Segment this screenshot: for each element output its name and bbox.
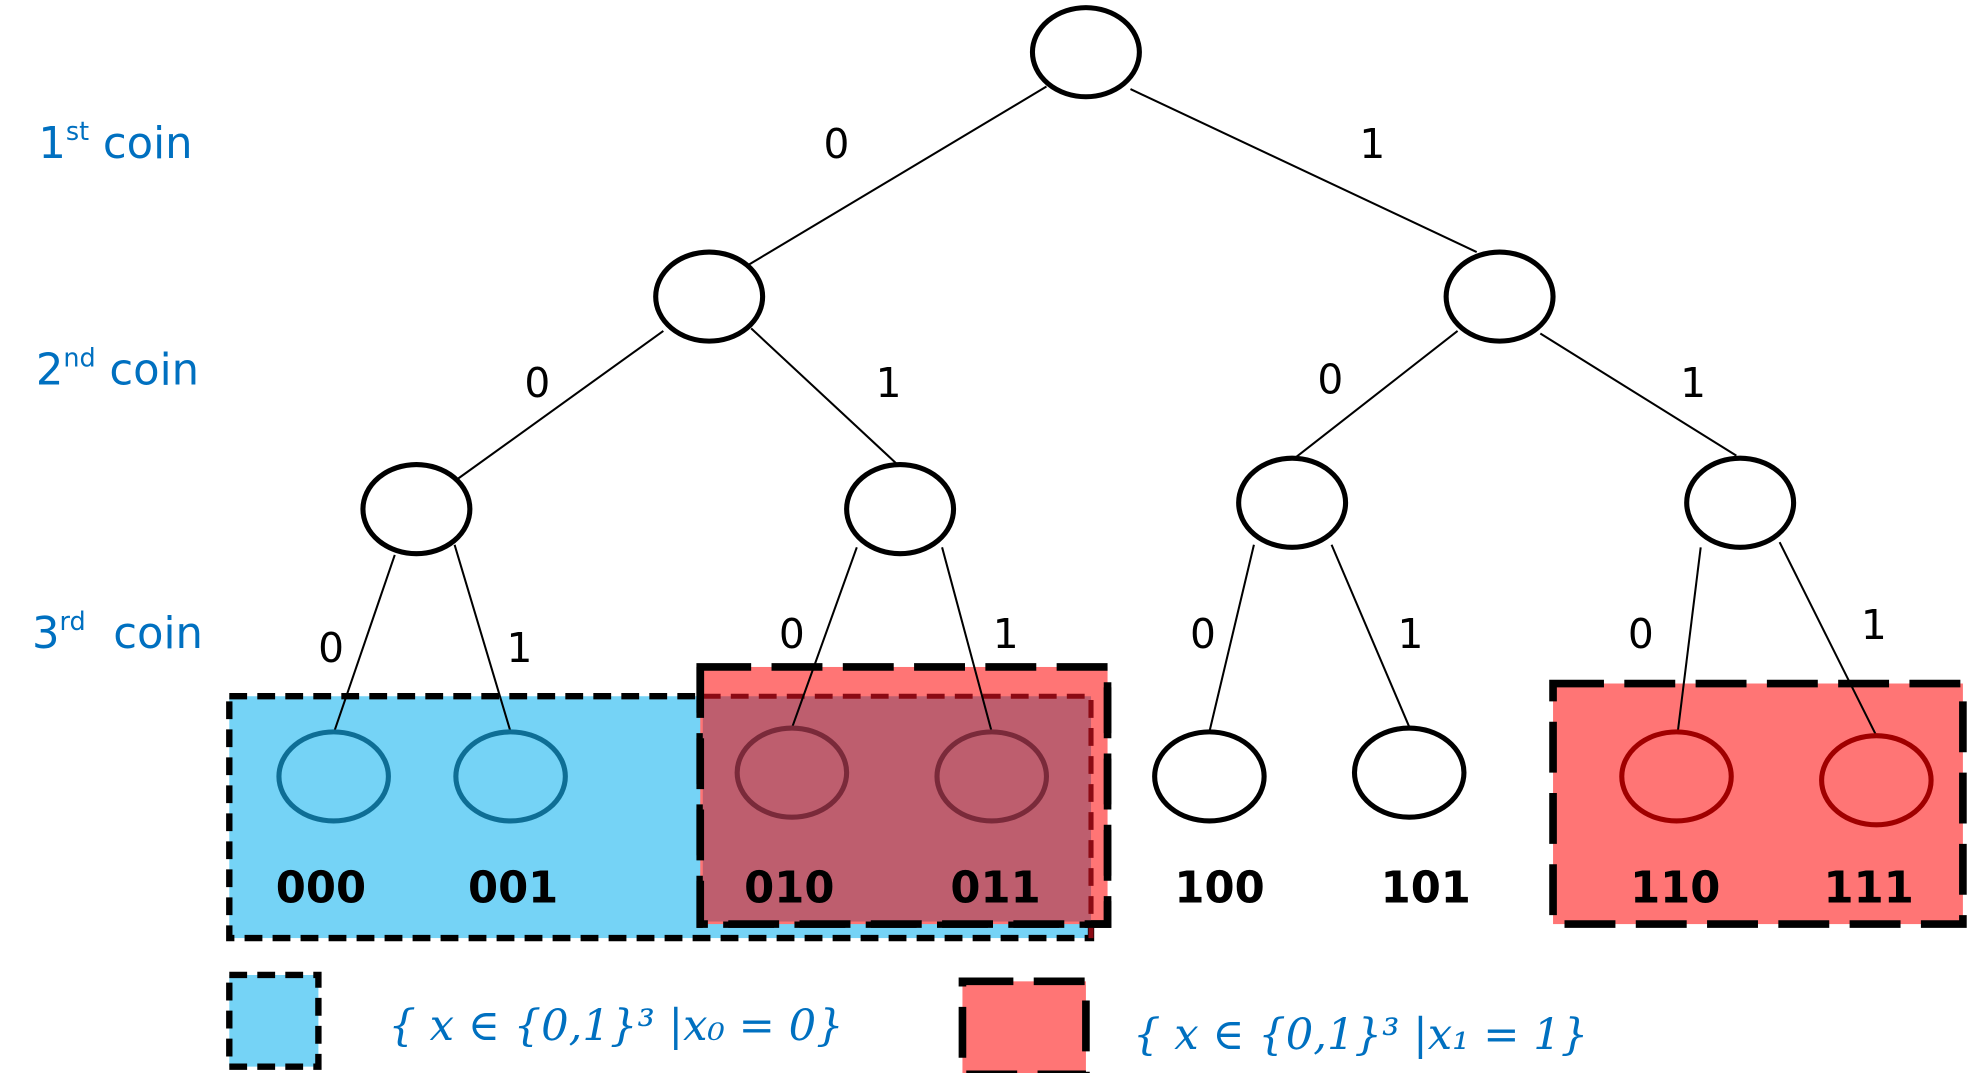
edge-label: 1 xyxy=(1861,601,1887,649)
leaf-node-011 xyxy=(934,729,1050,824)
row-label-3rd-coin: 3rd coin xyxy=(32,607,203,659)
root-node xyxy=(1029,5,1142,100)
edge-label: 0 xyxy=(524,359,550,407)
edge-label: 1 xyxy=(507,624,533,672)
leaf-label-100: 100 xyxy=(1174,863,1264,913)
leaf-label-010: 010 xyxy=(744,863,834,913)
leaf-node-111 xyxy=(1819,733,1934,828)
edge-label: 1 xyxy=(1680,359,1706,407)
leaf-node-000 xyxy=(276,729,391,824)
node-1 xyxy=(1443,249,1556,344)
set-x1-equals-1-box-right xyxy=(1549,679,1967,928)
edge-label: 0 xyxy=(1190,610,1216,658)
legend-blue-swatch xyxy=(226,971,322,1070)
node-10 xyxy=(1236,455,1349,550)
leaf-node-010 xyxy=(734,725,850,820)
node-0 xyxy=(653,249,766,344)
row-label-1st-coin: 1st coin xyxy=(38,117,192,169)
leaf-label-101: 101 xyxy=(1381,863,1471,913)
node-11 xyxy=(1684,455,1797,550)
leaf-node-101 xyxy=(1351,725,1467,820)
edge-label: 0 xyxy=(1317,355,1343,403)
edge-label: 0 xyxy=(318,624,344,672)
legend-blue-text: { x ∈ {0,1}³ |x₀ = 0} xyxy=(388,1001,843,1051)
legend-red-swatch xyxy=(958,977,1090,1073)
leaf-label-000: 000 xyxy=(276,863,366,913)
leaf-label-110: 110 xyxy=(1630,863,1720,913)
leaf-label-001: 001 xyxy=(468,863,558,913)
edge-label: 1 xyxy=(993,610,1019,658)
edge-label: 1 xyxy=(876,359,902,407)
leaf-node-001 xyxy=(453,729,568,824)
legend-red-text: { x ∈ {0,1}³ |x₁ = 1} xyxy=(1133,1010,1588,1060)
row-label-2nd-coin: 2nd coin xyxy=(36,344,199,396)
edge-label: 0 xyxy=(823,120,849,168)
node-01 xyxy=(844,462,957,557)
leaf-node-110 xyxy=(1619,729,1734,824)
leaf-label-111: 111 xyxy=(1824,863,1914,913)
edge-label: 0 xyxy=(1628,610,1654,658)
leaf-label-011: 011 xyxy=(950,863,1040,913)
tree-edges xyxy=(332,85,1878,737)
edge-label: 1 xyxy=(1359,120,1385,168)
edge-label: 0 xyxy=(779,610,805,658)
overlap-border xyxy=(702,693,1094,939)
edge-label: 1 xyxy=(1398,610,1424,658)
leaf-node-100 xyxy=(1152,729,1267,824)
node-00 xyxy=(360,462,473,557)
